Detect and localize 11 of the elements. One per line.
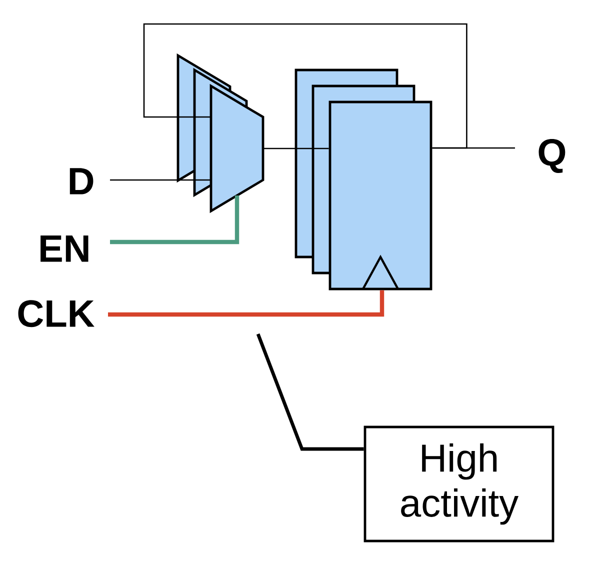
leader-line <box>256 333 364 451</box>
wire <box>143 23 468 149</box>
wire <box>110 196 240 244</box>
signal-label: CLK <box>18 300 94 328</box>
wire <box>263 148 329 150</box>
signal-label: EN <box>40 236 88 262</box>
wire <box>108 290 384 317</box>
callout-box: High activity <box>364 426 554 542</box>
signal-label: D <box>70 168 94 194</box>
signal-label: Q <box>538 138 566 173</box>
wire <box>110 179 211 181</box>
